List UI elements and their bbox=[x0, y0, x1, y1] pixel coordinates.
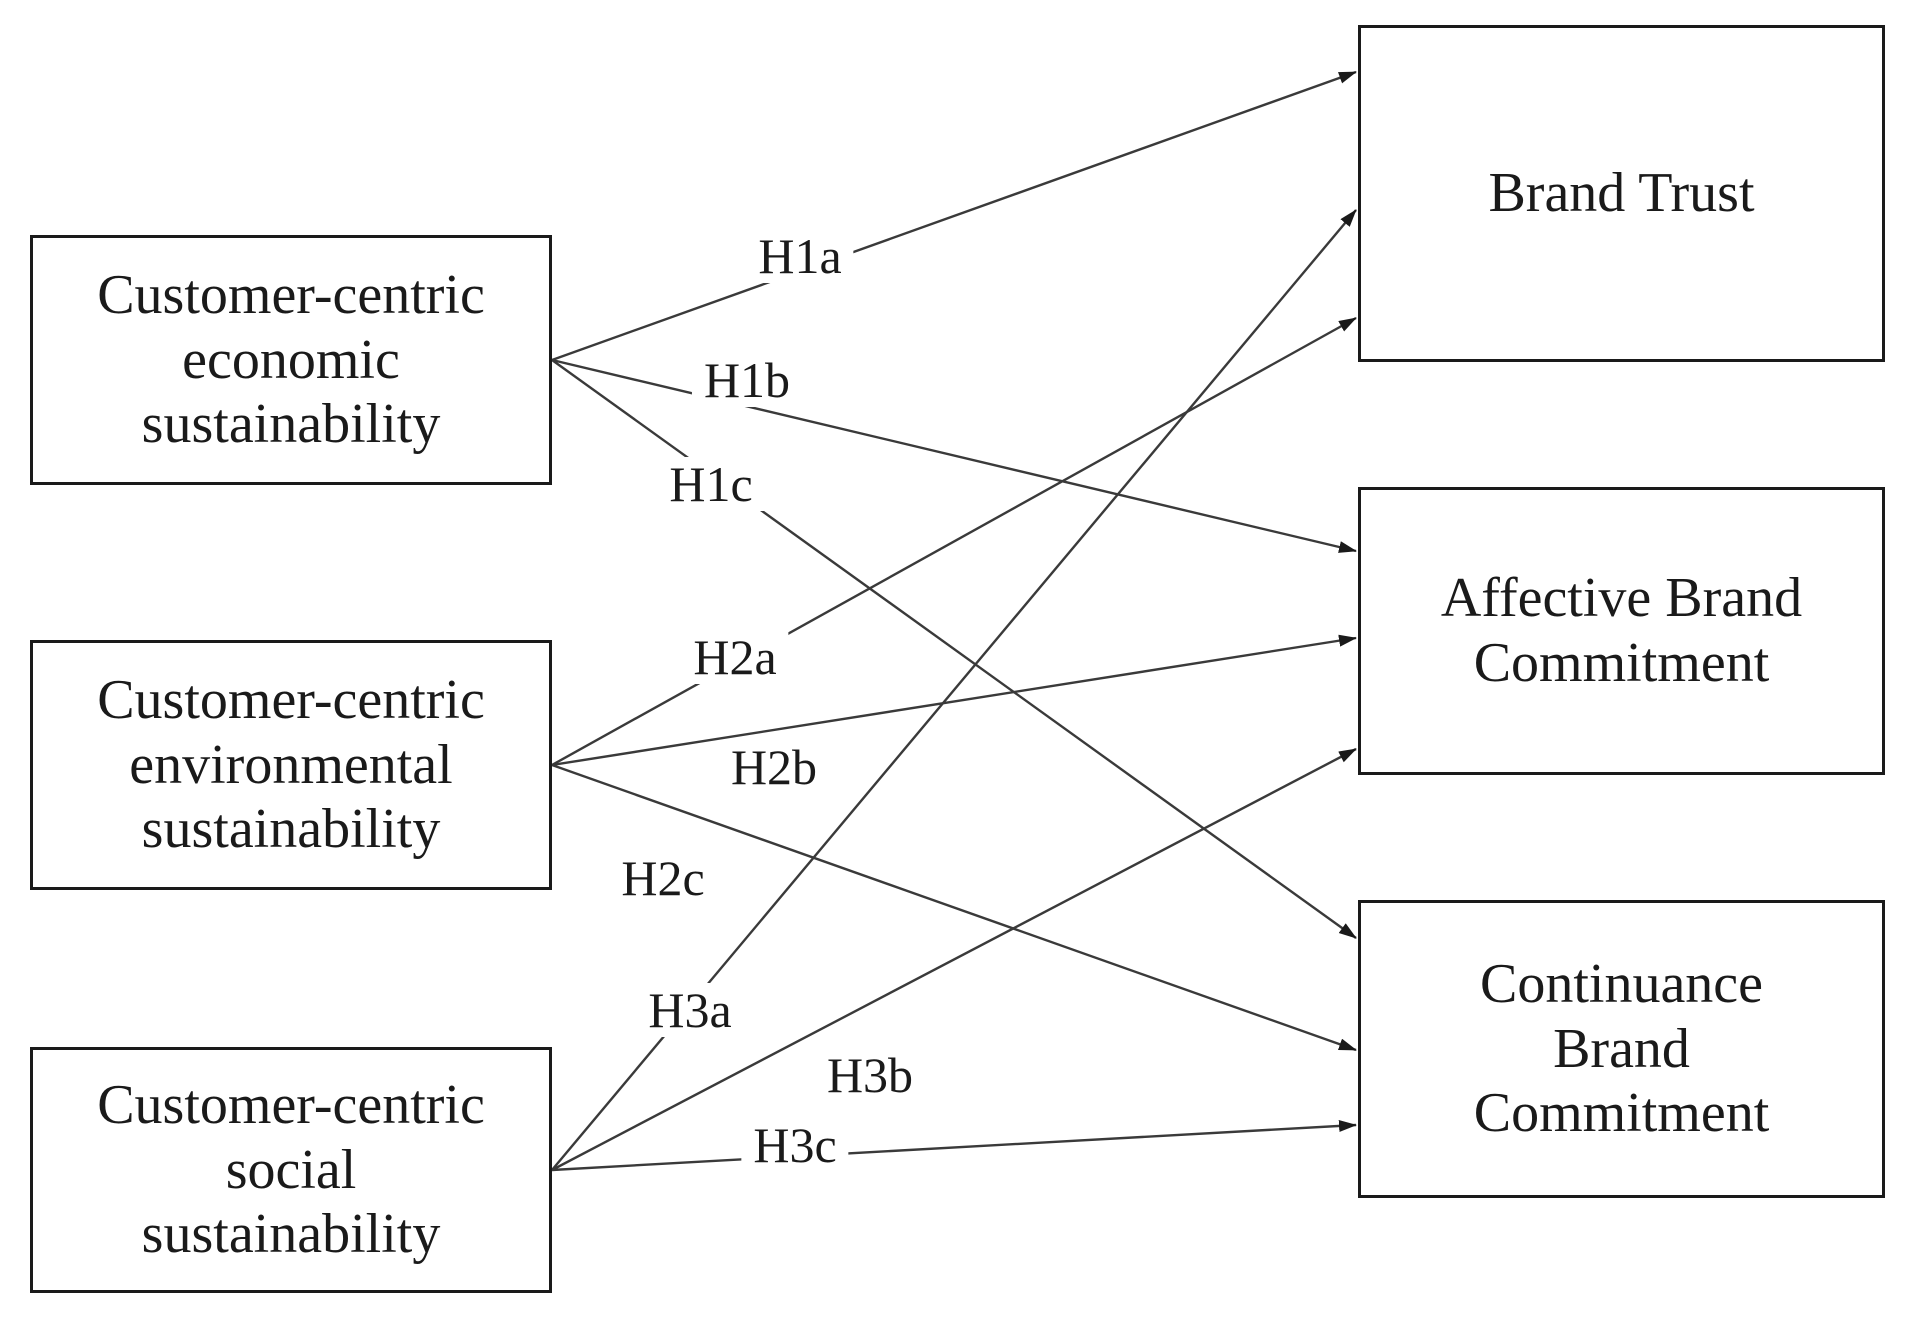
arrow-H1a bbox=[551, 70, 1357, 362]
construct-box-environmental-sustainability: Customer-centric environmental sustainab… bbox=[30, 640, 552, 890]
arrow-H1b bbox=[551, 358, 1357, 553]
hypothesis-label-H1b: H1b bbox=[691, 353, 803, 407]
construct-box-brand-trust: Brand Trust bbox=[1358, 25, 1885, 362]
hypothesis-label-H2c: H2c bbox=[609, 851, 717, 905]
construct-box-economic-sustainability: Customer-centric economic sustainability bbox=[30, 235, 552, 485]
hypothesis-label-H3b: H3b bbox=[814, 1048, 926, 1102]
arrow-H3c bbox=[551, 1119, 1357, 1172]
arrow-H2a bbox=[551, 316, 1357, 767]
arrow-H3b bbox=[551, 747, 1357, 1172]
hypothesis-label-H1a: H1a bbox=[746, 229, 854, 283]
hypothesis-label-H2b: H2b bbox=[718, 740, 830, 794]
arrow-H2b bbox=[551, 634, 1357, 767]
hypothesis-label-H3c: H3c bbox=[741, 1118, 849, 1172]
hypothesis-label-H1c: H1c bbox=[657, 457, 765, 511]
construct-box-continuance-brand-commitment: Continuance Brand Commitment bbox=[1358, 900, 1885, 1198]
hypothesis-label-H2a: H2a bbox=[681, 630, 789, 684]
construct-box-affective-brand-commitment: Affective Brand Commitment bbox=[1358, 487, 1885, 775]
hypothesis-label-H3a: H3a bbox=[636, 983, 744, 1037]
arrow-H2c bbox=[551, 763, 1357, 1052]
arrow-H1c bbox=[551, 359, 1357, 939]
construct-box-social-sustainability: Customer-centric social sustainability bbox=[30, 1047, 552, 1293]
